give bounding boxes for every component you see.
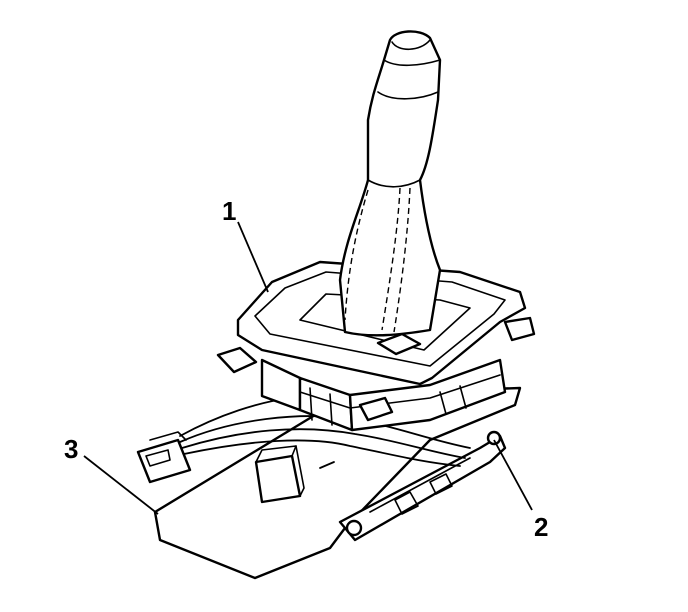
shifter-base: [216, 346, 507, 432]
shift-lever: [338, 30, 442, 337]
shift-cable-rail: [338, 430, 507, 542]
leader-line-3: [83, 455, 159, 515]
harness-connector: [136, 431, 192, 484]
connector-block: [254, 445, 305, 504]
leader-line-2: [493, 439, 533, 511]
callout-3: 3: [64, 434, 79, 464]
callout-2: 2: [534, 512, 549, 542]
callout-1: 1: [222, 196, 237, 226]
leader-line-1: [237, 221, 269, 293]
